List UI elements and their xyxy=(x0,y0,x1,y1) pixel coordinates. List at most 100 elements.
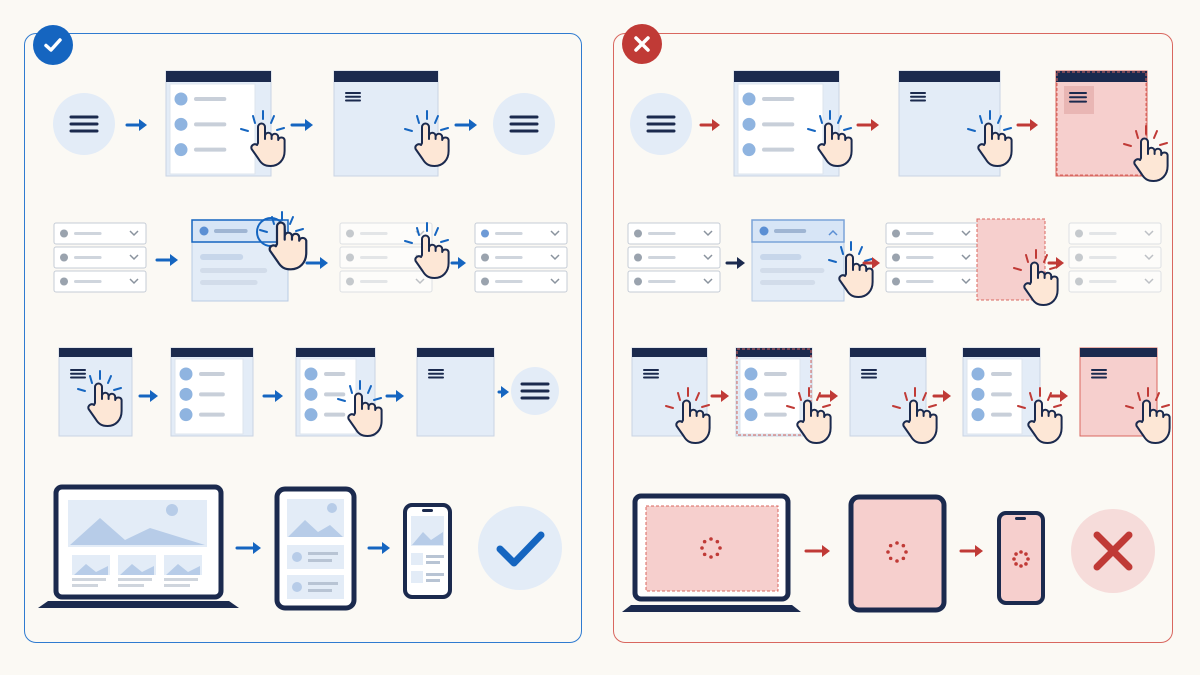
pointer-hand-icon xyxy=(967,110,1013,167)
laptop-base xyxy=(622,605,801,612)
list-avatar xyxy=(174,143,188,157)
arrow-icon xyxy=(818,390,838,402)
good-window-drawer-closed xyxy=(333,70,439,177)
arrow-icon xyxy=(862,257,880,269)
list-avatar xyxy=(742,117,756,131)
list-avatar xyxy=(174,92,188,106)
chevron-down-icon xyxy=(129,254,139,261)
arrow-icon xyxy=(155,254,178,266)
list-avatar xyxy=(179,408,193,422)
chevron-down-icon xyxy=(1144,254,1154,261)
bad-result-x-cross-icon xyxy=(1071,509,1155,593)
tablet-screen xyxy=(848,494,947,613)
list-avatar xyxy=(179,367,193,381)
bad-window-drawer-open xyxy=(733,70,840,177)
pointer-hand-icon xyxy=(404,110,450,167)
bad-window-broken xyxy=(1055,70,1148,177)
chevron-down-icon xyxy=(961,254,971,261)
arrow-icon xyxy=(725,257,745,269)
bad-open-select xyxy=(751,219,845,302)
chevron-down-icon xyxy=(550,230,560,237)
pointer-hand-icon xyxy=(1017,387,1063,444)
laptop-base xyxy=(38,601,239,608)
arrow-icon xyxy=(367,542,390,554)
good-window-small-drawer xyxy=(170,347,254,437)
chevron-down-icon xyxy=(961,278,971,285)
arrow-icon xyxy=(450,257,466,269)
bad-select-stack-final xyxy=(1068,222,1162,296)
arrow-icon xyxy=(138,390,158,402)
bad-tablet-device xyxy=(848,494,947,613)
chevron-down-icon xyxy=(961,230,971,237)
mountain-image-icon xyxy=(288,520,343,537)
bad-select-stack xyxy=(627,222,721,293)
good-select-stack-faded xyxy=(339,222,433,296)
list-avatar xyxy=(971,387,985,401)
list-avatar xyxy=(971,367,985,381)
chevron-down-icon xyxy=(129,230,139,237)
chevron-down-icon xyxy=(703,254,713,261)
arrow-icon xyxy=(710,390,729,402)
bad-laptop-device xyxy=(622,493,801,612)
pointer-hand-icon xyxy=(77,370,123,427)
arrow-icon xyxy=(932,390,951,402)
list-avatar xyxy=(744,367,758,381)
phone-screen xyxy=(997,511,1045,605)
pointer-hand-icon xyxy=(892,387,938,444)
good-tablet-device xyxy=(274,486,357,611)
list-avatar xyxy=(971,408,985,422)
arrow-icon xyxy=(262,390,283,402)
pointer-hand-icon xyxy=(1125,387,1171,444)
pointer-hand-icon xyxy=(828,241,874,298)
pointer-hand-icon xyxy=(786,387,832,444)
chevron-down-icon xyxy=(703,278,713,285)
good-phone-device xyxy=(403,503,452,599)
pointer-hand-icon xyxy=(240,110,286,167)
bad-select-stack-2 xyxy=(885,222,979,293)
good-panel xyxy=(24,33,582,643)
pointer-hand-icon xyxy=(807,110,853,167)
list-avatar xyxy=(744,387,758,401)
arrow-icon xyxy=(290,119,313,131)
list-avatar xyxy=(304,408,318,422)
chevron-down-icon xyxy=(415,278,425,285)
list-avatar xyxy=(304,387,318,401)
arrow-icon xyxy=(305,257,328,269)
pointer-hand-icon xyxy=(1013,249,1059,306)
good-hamburger-menu-icon xyxy=(53,93,115,155)
arrow-icon xyxy=(497,386,509,398)
arrow-icon xyxy=(1047,257,1064,269)
list-avatar xyxy=(742,92,756,106)
chevron-down-icon xyxy=(1144,230,1154,237)
chevron-up-icon xyxy=(828,229,838,236)
loading-spinner-icon xyxy=(886,541,908,563)
good-laptop-device xyxy=(38,484,239,608)
good-hamburger-menu-icon-small xyxy=(511,367,559,415)
bad-hamburger-menu-icon xyxy=(630,93,692,155)
bad-window-small-drawer xyxy=(735,347,813,437)
pointer-hand-icon xyxy=(1123,125,1169,182)
arrow-icon xyxy=(804,545,830,557)
arrow-icon xyxy=(1016,119,1038,131)
good-window-small-closed xyxy=(416,347,495,437)
chevron-down-icon xyxy=(550,278,560,285)
arrow-icon xyxy=(959,545,983,557)
chevron-down-icon xyxy=(1144,278,1154,285)
arrow-icon xyxy=(454,119,477,131)
good-select-stack xyxy=(53,222,147,293)
good-hamburger-menu-icon-end xyxy=(493,93,555,155)
arrow-icon xyxy=(1049,390,1068,402)
arrow-icon xyxy=(235,542,261,554)
pointer-hand-icon xyxy=(665,387,711,444)
list-avatar xyxy=(174,117,188,131)
pointer-hand-icon xyxy=(259,211,308,271)
arrow-icon xyxy=(856,119,879,131)
list-avatar xyxy=(304,367,318,381)
chevron-down-icon xyxy=(550,254,560,261)
list-avatar xyxy=(742,143,756,157)
bad-badge-x-cross-icon xyxy=(622,24,662,64)
bad-panel xyxy=(613,33,1173,643)
loading-spinner-icon xyxy=(700,537,722,559)
good-result-checkmark-icon xyxy=(478,506,562,590)
